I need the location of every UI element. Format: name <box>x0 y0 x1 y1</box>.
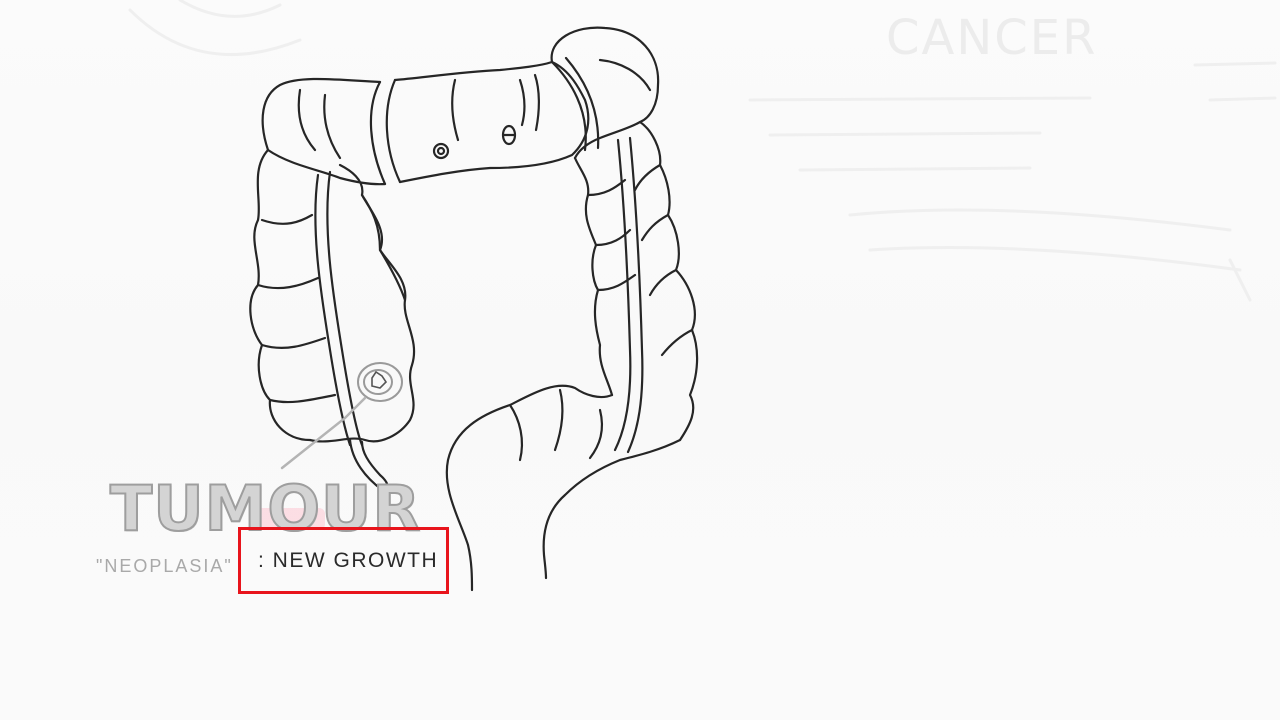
descending-haustra <box>586 163 694 357</box>
appendix <box>348 438 389 494</box>
transverse-colon-left-lower <box>266 148 387 186</box>
sigmoid-colon <box>445 384 614 592</box>
transverse-band <box>369 78 402 186</box>
descending-colon-outer <box>573 120 699 442</box>
polyp-small-1 <box>432 142 450 160</box>
ascending-colon-haustra <box>256 193 407 404</box>
tumour-highlight-tint <box>250 508 325 530</box>
ascending-colon-outer <box>249 148 416 443</box>
tumour-growth <box>357 362 403 402</box>
definition-highlight-box <box>238 527 449 594</box>
sigmoid-colon-right <box>542 438 682 580</box>
splenic-flexure-inner <box>598 58 652 92</box>
ascending-taenia <box>314 170 364 447</box>
transverse-haustra-lines <box>297 73 540 160</box>
transverse-colon-left <box>261 77 382 152</box>
descending-taenia <box>613 136 644 454</box>
splenic-flexure <box>550 26 660 160</box>
transverse-colon-mid <box>393 60 590 184</box>
transverse-band-right <box>550 56 600 152</box>
tumour-pointer-line <box>280 396 367 470</box>
definition-new-growth: : NEW GROWTH <box>258 549 439 572</box>
sigmoid-folds <box>508 388 604 462</box>
neoplasia-label: "NEOPLASIA" <box>96 556 233 576</box>
